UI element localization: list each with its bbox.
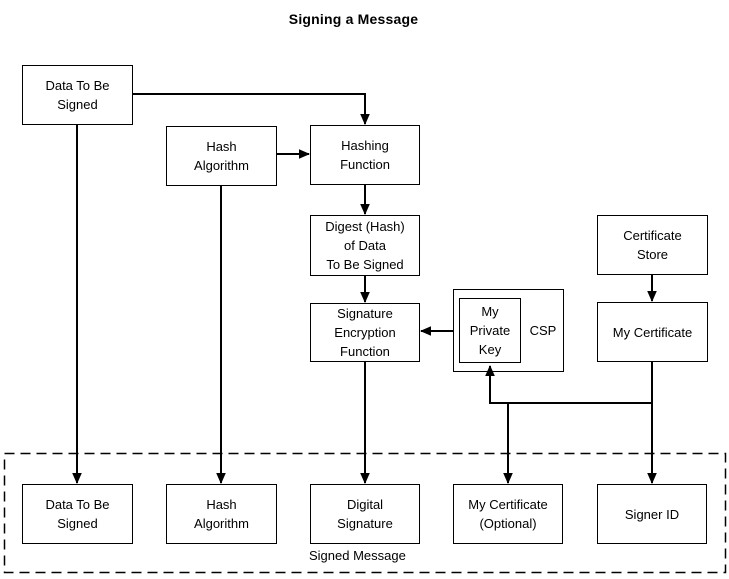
signed-message-label: Signed Message [309, 548, 406, 563]
node-signature-encryption-function: Signature Encryption Function [310, 303, 420, 362]
node-hashing-function: Hashing Function [310, 125, 420, 185]
edge-data-to-hashing-function [133, 93, 370, 125]
node-digest-of-data: Digest (Hash) of Data To Be Signed [310, 215, 420, 276]
node-my-private-key: My Private Key [459, 298, 521, 363]
node-data-to-be-signed-bottom: Data To Be Signed [22, 484, 133, 544]
node-data-to-be-signed-top: Data To Be Signed [22, 65, 133, 125]
node-my-certificate-optional: My Certificate (Optional) [453, 484, 563, 544]
node-hash-algorithm-top: Hash Algorithm [166, 126, 277, 186]
diagram-title: Signing a Message [288, 11, 419, 27]
node-my-certificate: My Certificate [597, 302, 708, 362]
node-digital-signature: Digital Signature [310, 484, 420, 544]
csp-label: CSP [529, 323, 557, 338]
node-csp-container: My Private Key CSP [453, 289, 564, 372]
node-hash-algorithm-bottom: Hash Algorithm [166, 484, 277, 544]
node-certificate-store: Certificate Store [597, 215, 708, 275]
node-signer-id: Signer ID [597, 484, 707, 544]
